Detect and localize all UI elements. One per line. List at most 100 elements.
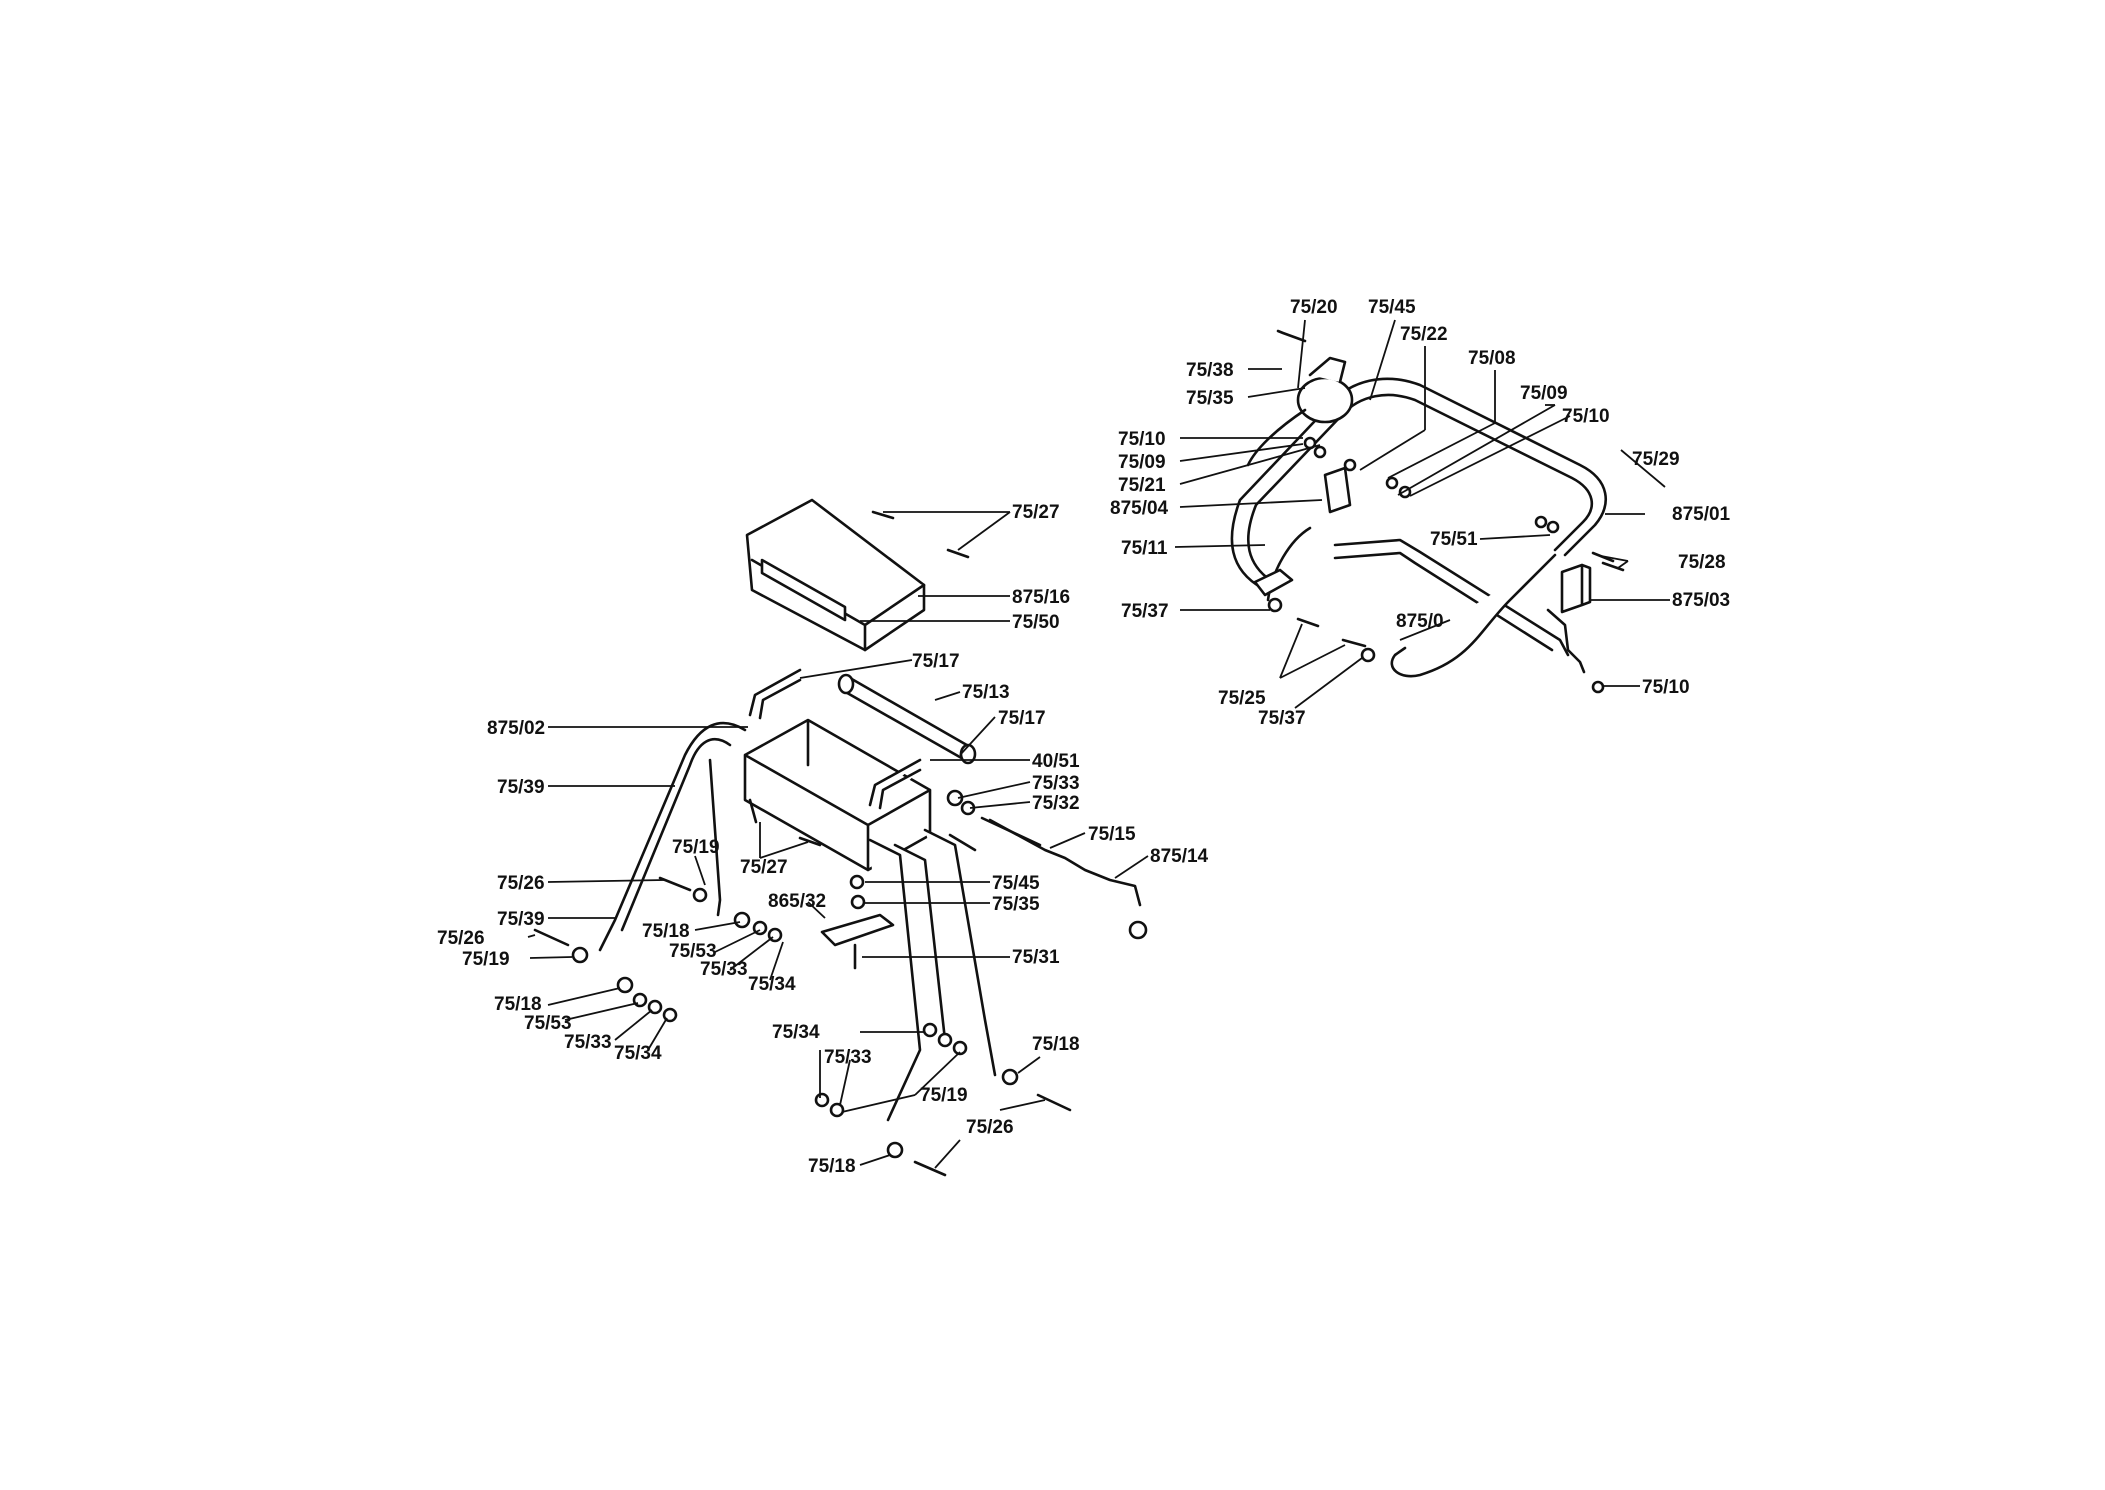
callout: 75/09 [1118, 452, 1166, 473]
bolt [980, 816, 1042, 847]
washer [1534, 515, 1548, 529]
bolt [1601, 561, 1625, 572]
callout: 75/10 [1642, 677, 1690, 698]
washer [1343, 458, 1357, 472]
callout: 75/34 [748, 974, 796, 995]
bolt [913, 1160, 947, 1177]
callout: 75/38 [1186, 360, 1234, 381]
callout: 75/10 [1118, 429, 1166, 450]
callout: 75/27 [1012, 502, 1060, 523]
callout: 75/17 [912, 651, 960, 672]
cover-window [760, 558, 847, 622]
callout: 875/02 [487, 718, 545, 739]
plate-75-37 [1253, 568, 1294, 597]
washer [937, 1032, 953, 1048]
bolt [1036, 1093, 1072, 1112]
bolt [748, 798, 758, 824]
bolt [1341, 638, 1367, 648]
callout-labels: 75/20 75/45 75/22 75/08 75/38 75/35 75/0… [437, 297, 1731, 1177]
callout: 75/18 [494, 994, 542, 1015]
callout: 75/10 [1562, 406, 1610, 427]
left-tube [598, 721, 747, 952]
washer [1591, 680, 1605, 694]
bolt [946, 548, 970, 559]
bracket-875-04 [1323, 466, 1352, 514]
washer [850, 894, 866, 910]
washer [1385, 476, 1399, 490]
callout: 75/25 [1218, 688, 1266, 709]
callout: 875/03 [1672, 590, 1730, 611]
callout: 75/17 [998, 708, 1046, 729]
callout: 75/22 [1400, 324, 1448, 345]
washer [829, 1102, 845, 1118]
cable-knob [1128, 920, 1148, 940]
callout: 75/34 [614, 1043, 662, 1064]
starter-housing [1296, 376, 1354, 424]
callout: 75/37 [1258, 708, 1306, 729]
callout: 75/26 [966, 1117, 1014, 1138]
control-cable [1546, 608, 1586, 674]
washer [571, 946, 589, 964]
callout: 75/32 [1032, 793, 1080, 814]
callout: 75/27 [740, 857, 788, 878]
callout: 75/39 [497, 909, 545, 930]
washer [1313, 445, 1327, 459]
callout: 875/04 [1110, 498, 1169, 519]
callout: 75/53 [524, 1013, 572, 1034]
lower-handle-assembly [533, 498, 1148, 1177]
u-clip [748, 668, 802, 720]
callout: 875/14 [1150, 846, 1209, 867]
washer [952, 1040, 968, 1056]
callout: 75/21 [1118, 475, 1166, 496]
callout: 75/19 [672, 837, 720, 858]
callout: 75/31 [1012, 947, 1060, 968]
callout: 75/19 [920, 1085, 968, 1106]
callout: 40/51 [1032, 751, 1080, 772]
callout: 75/29 [1632, 449, 1680, 470]
washer [1001, 1068, 1019, 1086]
callout: 75/39 [497, 777, 545, 798]
callout: 75/33 [1032, 773, 1080, 794]
callout: 75/08 [1468, 348, 1516, 369]
washer [922, 1022, 938, 1038]
callout: 75/45 [992, 873, 1040, 894]
callout: 75/45 [1368, 297, 1416, 318]
washer [1267, 597, 1283, 613]
leader-lines [527, 319, 1670, 1169]
callout: 75/15 [1088, 824, 1136, 845]
callout: 75/18 [642, 921, 690, 942]
callout: 75/09 [1520, 383, 1568, 404]
bracket-875-03 [1560, 563, 1592, 614]
callout: 75/51 [1430, 529, 1478, 550]
callout: 875/16 [1012, 587, 1070, 608]
bolt [533, 928, 570, 947]
bolt [871, 510, 895, 520]
washer [616, 976, 634, 994]
washer [692, 887, 708, 903]
handle-foot [1390, 553, 1557, 678]
rod-75-13 [840, 676, 974, 762]
washer [849, 874, 865, 890]
right-leg [868, 838, 947, 1122]
cable-75-15 [988, 818, 1142, 907]
callout: 75/18 [1032, 1034, 1080, 1055]
callout: 75/37 [1121, 601, 1169, 622]
callout: 75/35 [992, 894, 1040, 915]
rod-end [837, 673, 855, 695]
callout: 875/0 [1396, 611, 1444, 632]
upper-handle-assembly [1230, 329, 1625, 694]
bolt [1296, 617, 1320, 628]
washer [1546, 520, 1560, 534]
bolt [1276, 329, 1307, 343]
callout: 75/34 [772, 1022, 820, 1043]
callout: 75/18 [808, 1156, 856, 1177]
starter-handle [1308, 356, 1347, 384]
u-clip [868, 758, 922, 810]
bolt [798, 836, 822, 847]
right-leg [923, 828, 997, 1077]
left-tube-arm [708, 758, 722, 917]
callout: 75/20 [1290, 297, 1338, 318]
callout: 75/28 [1678, 552, 1726, 573]
